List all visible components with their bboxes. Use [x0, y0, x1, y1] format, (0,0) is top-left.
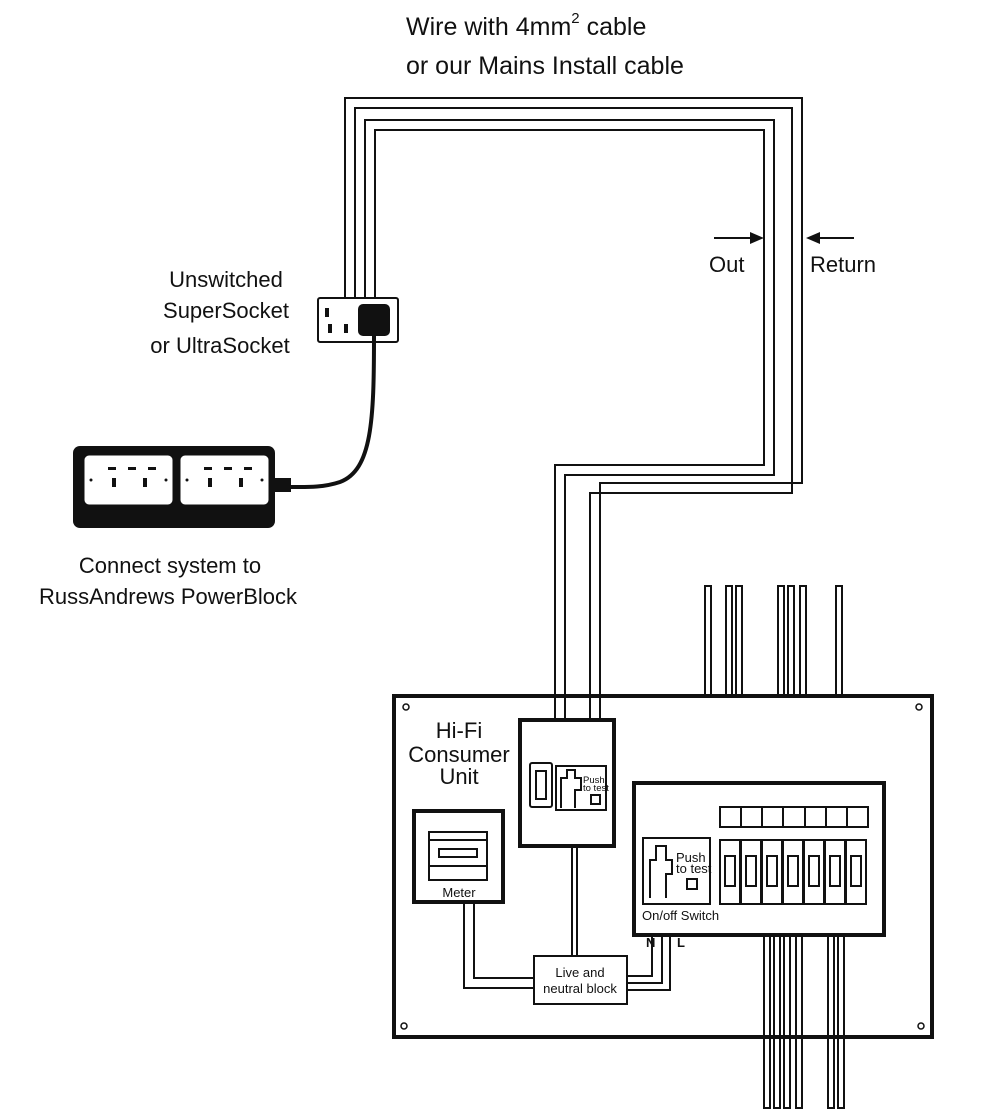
main-switch-label: On/off Switch	[642, 908, 719, 923]
wall-socket	[317, 297, 399, 343]
ring-cable-entry	[554, 694, 601, 720]
circuit-cables-bottom	[763, 935, 845, 1109]
main-push-line1: Push	[676, 850, 706, 865]
socket-label-line3: or UltraSocket	[150, 333, 289, 358]
hifi-rcd-push-line2: to test	[583, 783, 609, 794]
cable-note-line2: or our Mains Install cable	[406, 52, 684, 80]
powerblock-label-line1: Connect system to	[79, 553, 261, 578]
live-neutral-block	[533, 955, 628, 1005]
socket-label-line2: SuperSocket	[163, 298, 289, 323]
main-unit	[632, 781, 886, 937]
out-label: Out	[709, 252, 744, 277]
powerblock	[73, 446, 291, 528]
return-arrow	[806, 232, 854, 244]
consumer-unit-title-line1: Hi-Fi	[436, 718, 482, 743]
internal-wiring	[463, 846, 671, 991]
circuit-cables-top	[704, 585, 843, 783]
hifi-rcd-push-line1: Push	[583, 775, 605, 786]
return-label: Return	[810, 252, 876, 277]
block-label-line1: Live and	[555, 965, 604, 980]
block-label-line2: neutral block	[543, 981, 617, 996]
consumer-unit-title-line3: Unit	[439, 764, 478, 789]
cable-note-line1: Wire with 4mm2 cable	[406, 10, 646, 41]
ring-cable	[344, 97, 803, 718]
main-push-line2: to test	[676, 861, 712, 876]
neutral-label: N	[646, 935, 655, 950]
out-arrow	[714, 232, 764, 244]
socket-label-line1: Unswitched	[169, 267, 283, 292]
meter	[412, 809, 505, 904]
breakers	[719, 839, 867, 905]
plug-head	[358, 304, 390, 336]
live-label: L	[677, 935, 685, 950]
consumer-unit-title-line2: Consumer	[408, 742, 509, 767]
hifi-rcd	[518, 718, 616, 848]
meter-label: Meter	[442, 885, 476, 900]
plug-lead	[288, 335, 376, 490]
powerblock-label-line2: RussAndrews PowerBlock	[39, 584, 298, 609]
